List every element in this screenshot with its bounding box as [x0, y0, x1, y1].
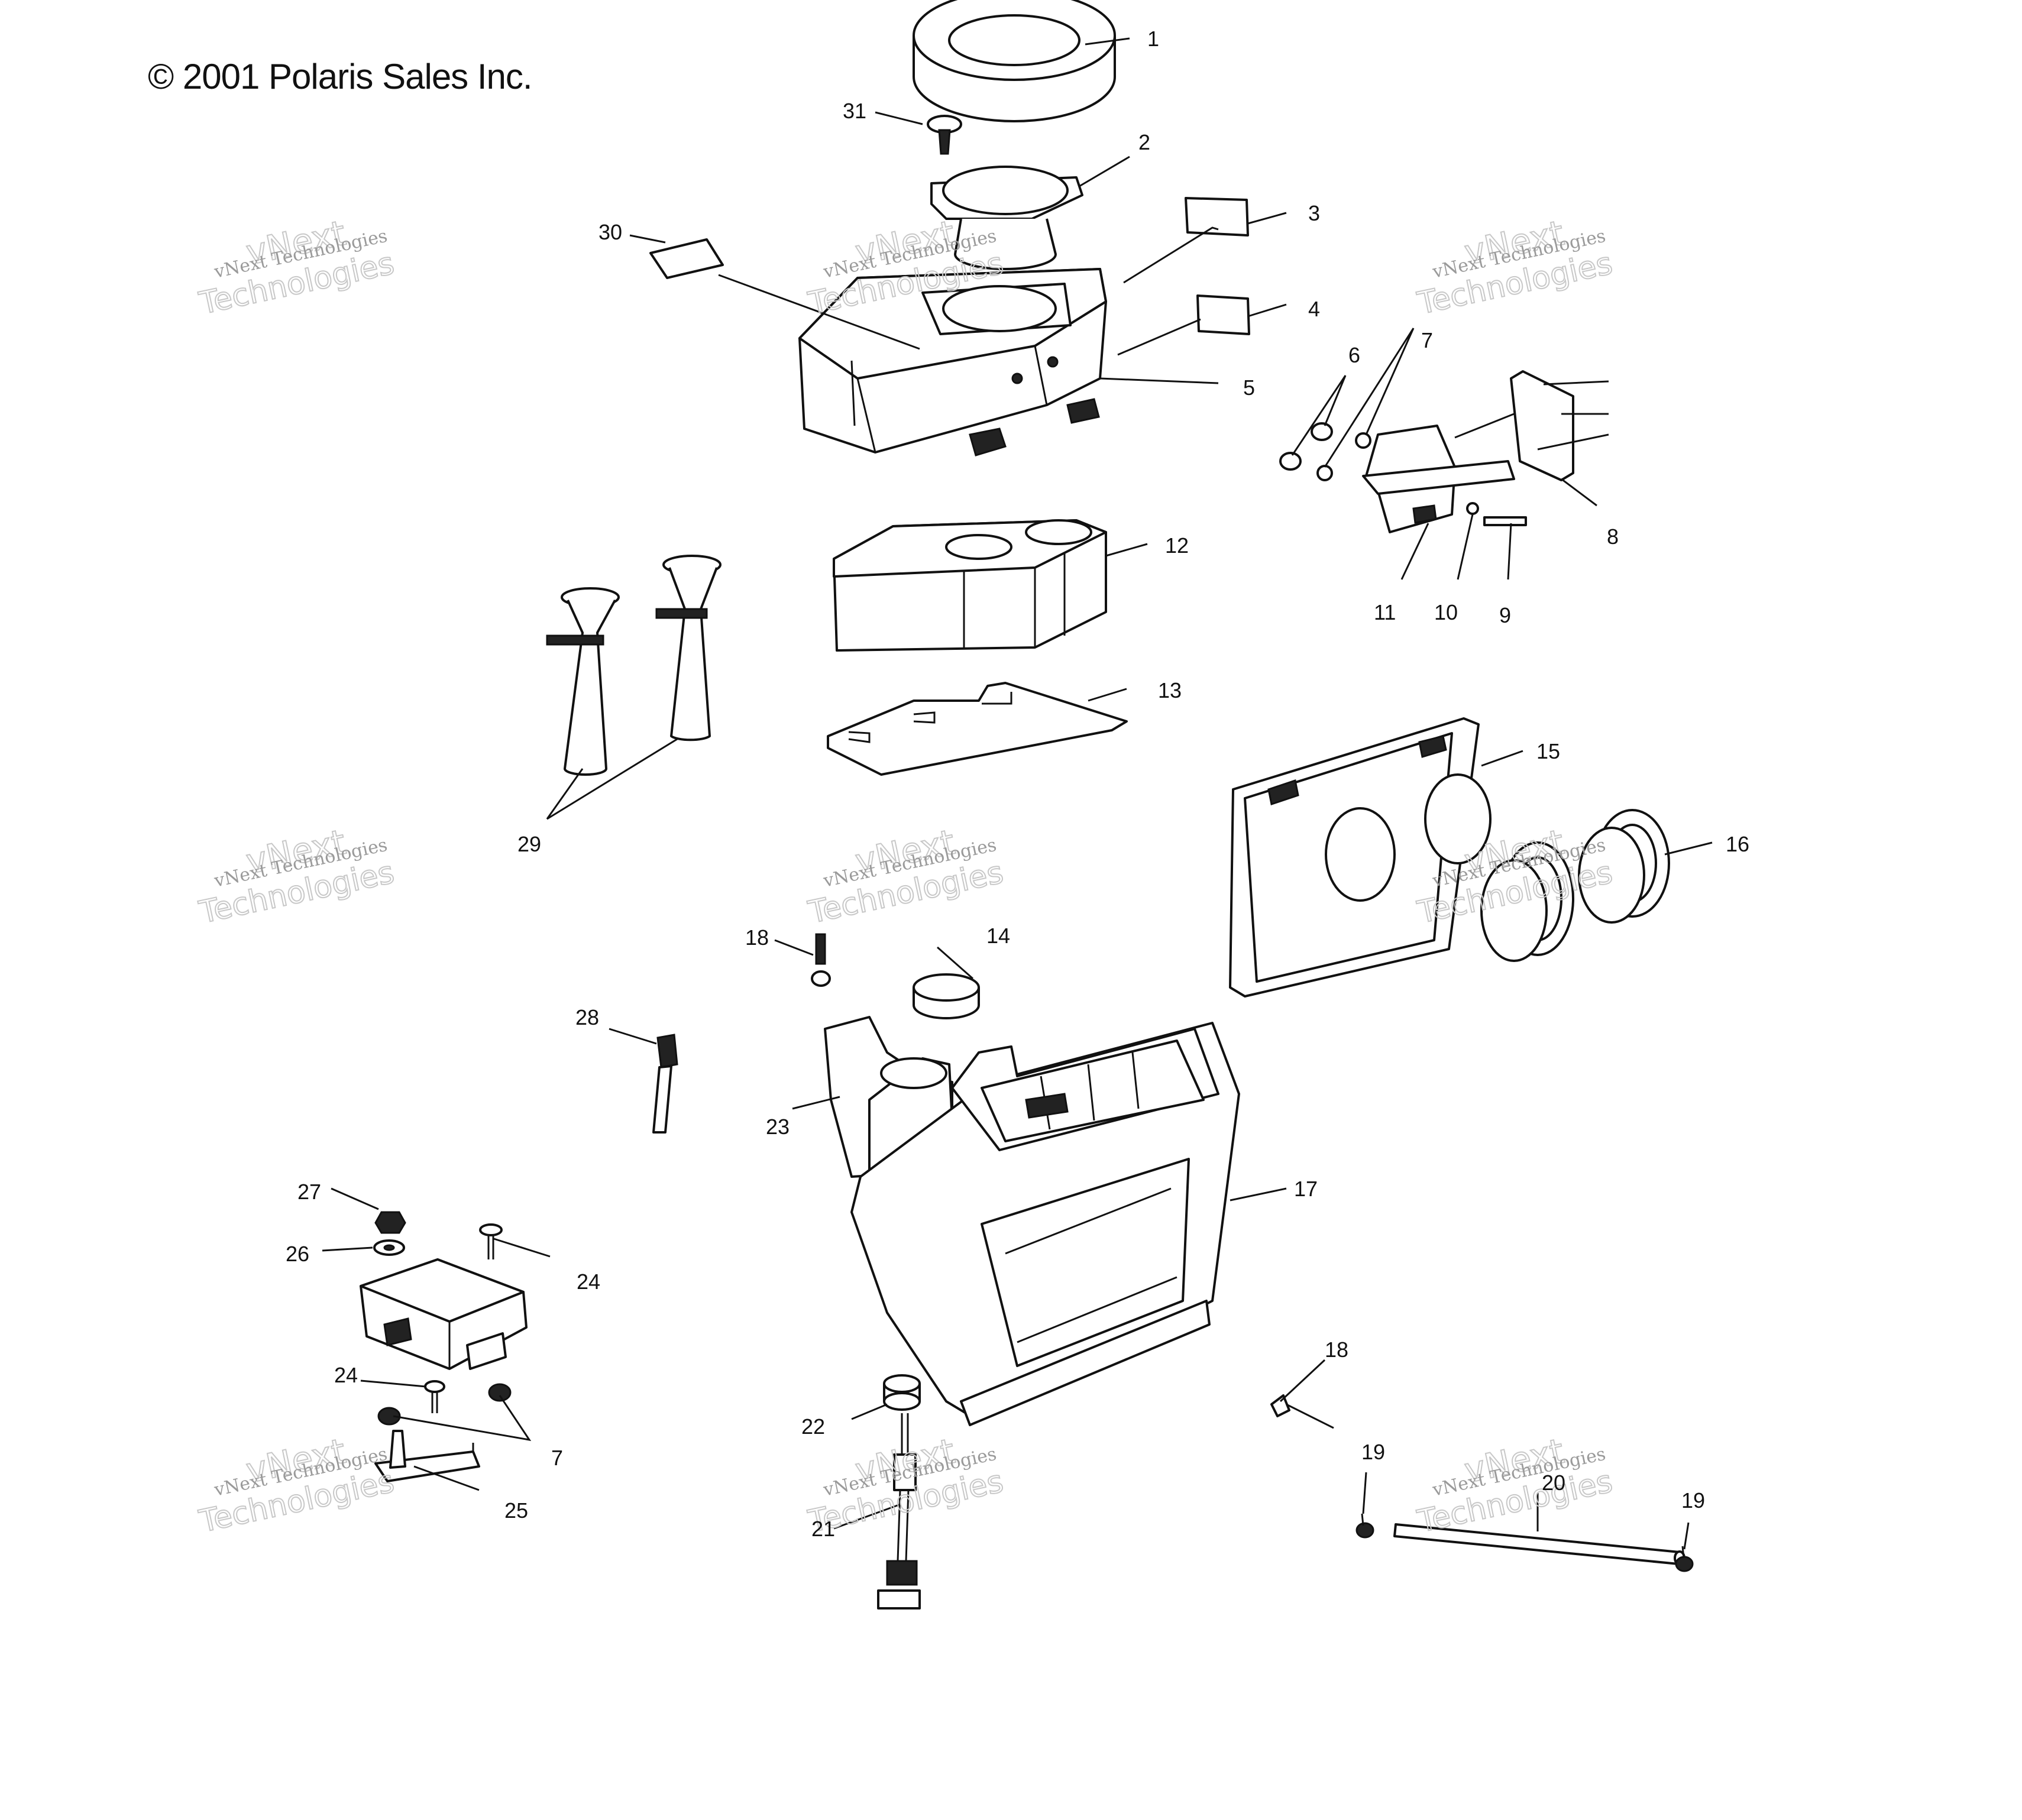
watermark: vNext vNext Technologies Technologies: [1413, 1430, 1616, 1540]
callout-7-lower: 7: [551, 1446, 563, 1470]
part-22-grommet: [883, 1374, 921, 1411]
part-18-screw-top: [811, 933, 831, 987]
callout-8: 8: [1607, 524, 1619, 549]
callout-23: 23: [766, 1115, 790, 1139]
part-29-intake-horns: [546, 555, 722, 776]
callout-12: 12: [1165, 533, 1189, 558]
part-7-grommets-lower: [377, 1383, 512, 1426]
callout-labels: 1 2 3 4 5 6 7 7 8 9 10 11 12 13 14 15 16…: [286, 27, 1749, 1541]
part-21-drain: [877, 1413, 921, 1609]
callout-2: 2: [1138, 130, 1150, 154]
part-16-boots: [1480, 809, 1670, 962]
callout-17: 17: [1294, 1177, 1318, 1201]
part-19-clamp-left: [1355, 1513, 1374, 1539]
callout-22: 22: [801, 1414, 825, 1439]
callout-4: 4: [1308, 297, 1320, 321]
callout-28: 28: [575, 1005, 599, 1029]
callout-6: 6: [1348, 343, 1360, 367]
part-4-decal: [1196, 294, 1250, 335]
part-12-filter: [833, 519, 1107, 652]
part-1-intake-ring: [913, 0, 1116, 122]
part-2-intake-adapter: [930, 166, 1083, 270]
callout-24-right: 24: [577, 1270, 600, 1294]
callout-29: 29: [517, 832, 541, 856]
part-30-decal: [649, 238, 724, 279]
part-5-airbox-lid: [798, 268, 1107, 456]
callout-15: 15: [1536, 739, 1560, 763]
part-13-filter-plate: [827, 682, 1128, 776]
part-27-nut: [374, 1211, 406, 1234]
part-24-screw-lower: [424, 1380, 445, 1413]
callout-21: 21: [811, 1517, 835, 1541]
part-14-cap: [913, 973, 980, 1019]
part-24-screw-upper: [479, 1223, 503, 1259]
callout-11: 11: [1374, 600, 1396, 624]
callout-1: 1: [1147, 27, 1159, 51]
part-17-airbox: [824, 1016, 1240, 1426]
part-15-frame: [1229, 717, 1492, 998]
part-coil-assembly: [1279, 370, 1609, 533]
callout-18-upper: 18: [745, 925, 769, 950]
watermark: vNext vNext Technologies Technologies: [195, 212, 397, 322]
callout-19-left: 19: [1361, 1440, 1385, 1464]
callout-27: 27: [297, 1180, 321, 1204]
callout-5: 5: [1243, 375, 1255, 400]
callout-25: 25: [504, 1498, 528, 1523]
callout-7-upper: 7: [1421, 328, 1433, 352]
callout-14: 14: [986, 924, 1010, 948]
leader-lines: [322, 37, 1713, 1550]
callout-3: 3: [1308, 201, 1320, 225]
callout-31: 31: [843, 99, 866, 123]
callout-16: 16: [1726, 832, 1749, 856]
watermark: vNext vNext Technologies Technologies: [804, 821, 1007, 931]
callout-24-left: 24: [334, 1363, 358, 1387]
callout-19-right: 19: [1681, 1488, 1705, 1513]
callout-10: 10: [1434, 600, 1458, 624]
callout-13: 13: [1158, 678, 1182, 702]
part-28-dipstick: [652, 1034, 678, 1134]
part-3-decal: [1185, 197, 1249, 237]
callout-9: 9: [1499, 603, 1511, 627]
watermark: vNext vNext Technologies Technologies: [1413, 212, 1616, 322]
copyright-notice: © 2001 Polaris Sales Inc.: [148, 57, 533, 96]
part-19-clamp-right: [1675, 1546, 1694, 1572]
watermark: vNext vNext Technologies Technologies: [195, 821, 397, 931]
callout-18-lower: 18: [1325, 1338, 1348, 1362]
callout-26: 26: [286, 1242, 309, 1266]
part-31-push-rivet: [927, 115, 962, 155]
watermark: vNext vNext Technologies Technologies: [195, 1430, 397, 1540]
callout-30: 30: [598, 220, 622, 244]
part-26-washer: [373, 1239, 405, 1256]
part-25-bracket: [374, 1430, 480, 1482]
callout-20: 20: [1542, 1471, 1565, 1495]
part-18-push-pin: [1270, 1394, 1334, 1429]
part-cdi-box: [360, 1258, 528, 1370]
